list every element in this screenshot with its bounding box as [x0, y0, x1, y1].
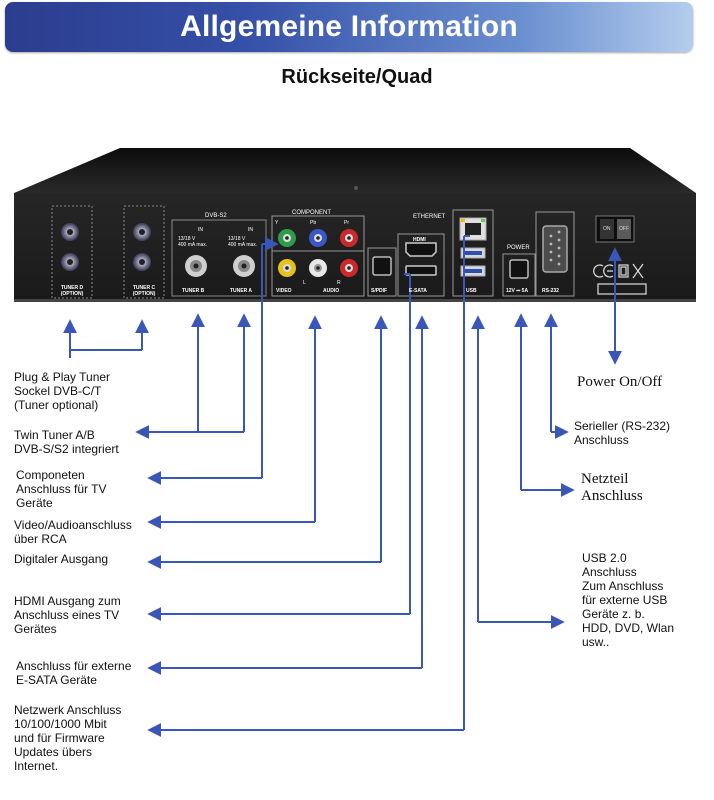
power-spec-label: 12V ⎓ 5A	[506, 288, 529, 294]
component-pr-jack	[340, 229, 358, 247]
l-label: L	[303, 280, 306, 286]
rs232-label: RS-232	[542, 288, 559, 294]
ethernet-usb-frame	[452, 209, 494, 297]
tuner-c-connectors	[133, 223, 151, 271]
callout-component: Componeten Anschluss für TV Geräte	[16, 468, 107, 510]
callout-usb: USB 2.0 Anschluss Zum Anschluss für exte…	[582, 551, 675, 649]
callout-serial: Serieller (RS-232) Anschluss	[574, 419, 671, 447]
rs232-frame	[535, 211, 575, 297]
pb-label: Pb	[310, 220, 317, 226]
page-title: Allgemeine Information	[180, 10, 518, 43]
component-frame	[271, 215, 365, 297]
callout-twin-tuner: Twin Tuner A/B DVB-S/S2 integriert	[14, 428, 119, 456]
esata-port	[405, 265, 437, 276]
spdif-frame	[367, 247, 397, 297]
tuner-spec-b: 13/18 V 400 mA max.	[178, 236, 208, 248]
off-label: OFF	[619, 226, 629, 232]
r-label: R	[337, 280, 341, 286]
component-y-jack	[278, 229, 296, 247]
in-a-label: IN	[248, 227, 253, 233]
on-label: ON	[603, 226, 611, 232]
tuner-spec-a: 13/18 V 400 mA max.	[228, 236, 258, 248]
callout-digital-out: Digitaler Ausgang	[14, 552, 109, 566]
callout-plug-play: Plug & Play Tuner Sockel DVB-C/T (Tuner …	[14, 370, 111, 412]
callout-hdmi: HDMI Ausgang zum Anschluss eines TV Gerä…	[14, 594, 121, 636]
title-banner: Allgemeine Information	[5, 2, 693, 52]
spdif-label: S/PDIF	[371, 288, 388, 294]
power-label: POWER	[507, 245, 530, 251]
component-label: COMPONENT	[292, 210, 331, 216]
video-jack	[278, 259, 296, 277]
tuner-a-connector	[233, 255, 255, 277]
usb-label: USB	[466, 288, 477, 294]
callout-power-supply: Netzteil Anschluss	[581, 471, 643, 504]
page-subtitle: Rückseite/Quad	[281, 66, 433, 88]
tuner-d-label: TUNER D (OPTION)	[60, 285, 84, 297]
y-label: Y	[275, 220, 279, 226]
device-top	[14, 148, 696, 193]
tuner-d-slot	[51, 205, 165, 299]
tuner-c-label: TUNER C (OPTION)	[132, 285, 156, 297]
video-label: VIDEO	[276, 288, 292, 294]
tuner-b-label: TUNER B	[182, 288, 205, 294]
audio-l-jack	[309, 259, 327, 277]
callout-esata: Anschluss für externe E-SATA Geräte	[16, 659, 132, 687]
callout-network: Netzwerk Anschluss 10/100/1000 Mbit und …	[14, 703, 122, 773]
pr-label: Pr	[344, 220, 349, 226]
hdmi-label: HDMI	[413, 237, 426, 243]
hdmi-port	[405, 242, 437, 257]
device-back-panel	[14, 193, 696, 301]
callout-power-switch: Power On/Off	[577, 374, 663, 390]
power-frame	[502, 253, 536, 297]
ethernet-label: ETHERNET	[413, 214, 446, 220]
tuner-b-connector	[185, 255, 207, 277]
component-pb-jack	[309, 229, 327, 247]
esata-label: E-SATA	[409, 288, 427, 294]
dvb-s2-label: DVB-S2	[205, 213, 227, 219]
dvbs2-frame	[171, 219, 267, 297]
power-jack	[509, 259, 529, 279]
audio-label: AUDIO	[323, 288, 340, 294]
tuner-d-connectors	[61, 223, 79, 271]
audio-r-jack	[340, 259, 358, 277]
hdmi-esata-frame	[397, 233, 445, 297]
in-b-label: IN	[198, 227, 203, 233]
tuner-a-label: TUNER A	[230, 288, 253, 294]
callout-video-audio: Video/Audioanschluss über RCA	[14, 518, 132, 546]
rs232-port	[542, 225, 568, 273]
spdif-port	[372, 256, 392, 276]
